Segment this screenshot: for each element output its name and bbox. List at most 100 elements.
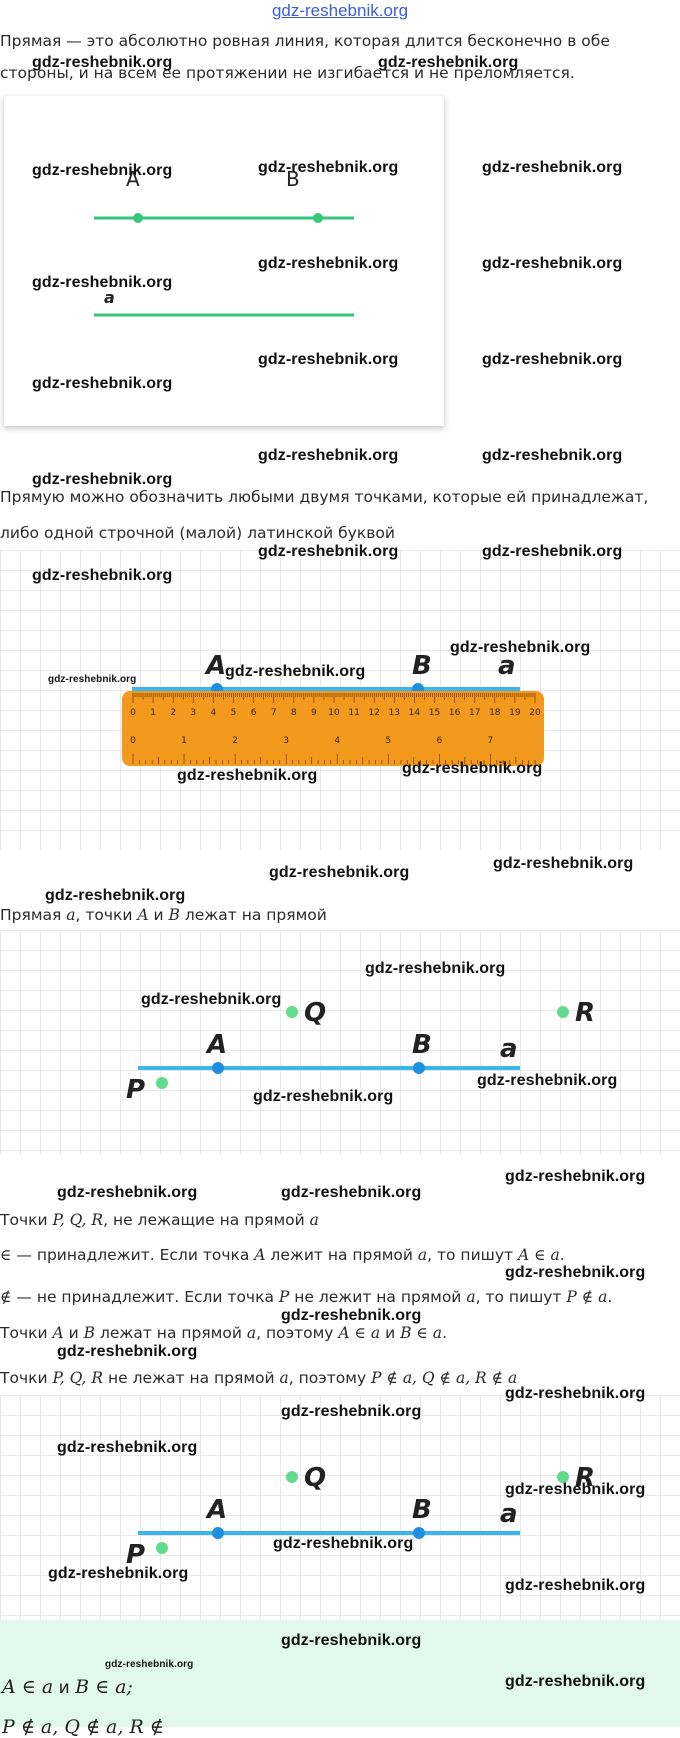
watermark: gdz-reshebnik.org [505, 1577, 646, 1594]
ruler-body [122, 691, 544, 766]
fig1-point-a [133, 213, 143, 223]
fig4-point-r [557, 1471, 569, 1483]
ruler-inch-label: 6 [436, 736, 442, 746]
fig3-label-q: Q [304, 998, 326, 1028]
watermark: gdz-reshebnik.org [48, 1565, 189, 1582]
belongs-A: A [254, 1246, 266, 1264]
watermark: gdz-reshebnik.org [402, 760, 543, 777]
fig1-line-label: a [104, 288, 115, 307]
points-figure: A B a P Q R [0, 930, 680, 1155]
site-link[interactable]: gdz-reshebnik.org [271, 1, 409, 20]
points-figure-2-svg: A B a P Q R [126, 1463, 595, 1570]
pqr-mid2: , поэтому [288, 1369, 372, 1387]
ruler-inch-label: 1 [181, 736, 187, 746]
summary-and: и [53, 1678, 76, 1698]
fig4-point-b [413, 1527, 425, 1539]
ruler-cm-label: 17 [469, 708, 480, 718]
caption-B: B [168, 906, 180, 924]
watermark: gdz-reshebnik.org [365, 960, 506, 977]
watermark: gdz-reshebnik.org [48, 674, 137, 685]
fig4-point-a [212, 1527, 224, 1539]
not-belongs-text: ∉ — не принадлежит. Если точка P не лежи… [0, 1287, 680, 1307]
summary-line-2: P ∉ a, Q ∉ a, R ∉ [2, 1716, 164, 1738]
pqr-a: a [279, 1369, 289, 1387]
not-belongs-t3: , то пишут [475, 1288, 567, 1306]
watermark: gdz-reshebnik.org [258, 447, 399, 464]
figure-line-svg: A B a [94, 167, 354, 317]
watermark: gdz-reshebnik.org [482, 447, 623, 464]
not-belongs-t1: — не принадлежит. Если точка [11, 1288, 279, 1306]
ruler-cm-label: 5 [231, 708, 237, 718]
ruler-inch-label: 3 [283, 736, 289, 746]
caption-and: и [148, 906, 169, 924]
watermark: gdz-reshebnik.org [258, 255, 399, 272]
fig3-label-a: A [205, 1030, 227, 1060]
fig3-point-b [413, 1062, 425, 1074]
caption-A: A [137, 906, 149, 924]
belongs-t1: — принадлежит. Если точка [11, 1246, 255, 1264]
belongs-formula: A ∈ a [517, 1246, 560, 1264]
not-belongs-symbol: ∉ [0, 1288, 12, 1306]
fig3-point-a [212, 1062, 224, 1074]
ruler-cm-label: 14 [409, 708, 421, 718]
ruler-cm-label: 7 [271, 708, 277, 718]
caption-a: a [66, 906, 76, 924]
ruler-cm-label: 20 [529, 708, 541, 718]
ruler-cm-label: 10 [328, 708, 340, 718]
watermark: gdz-reshebnik.org [378, 54, 519, 71]
pno-pre: Точки [0, 1211, 53, 1229]
belongs-symbol: ∈ [0, 1246, 12, 1264]
ruler-cm-label: 11 [348, 708, 359, 718]
ruler-inch-label: 7 [488, 736, 494, 746]
ab-mid: лежат на прямой [95, 1324, 247, 1342]
fig4-point-p [156, 1542, 168, 1554]
figure-line-card: A B a [4, 96, 444, 426]
watermark: gdz-reshebnik.org [281, 1184, 422, 1201]
watermark: gdz-reshebnik.org [253, 1088, 394, 1105]
naming-line-2: либо одной строчной (малой) латинской бу… [0, 524, 395, 542]
watermark: gdz-reshebnik.org [505, 1481, 646, 1498]
watermark: gdz-reshebnik.org [281, 1307, 422, 1324]
ab-pre: Точки [0, 1324, 53, 1342]
watermark: gdz-reshebnik.org [505, 1168, 646, 1185]
ruler-cm-label: 9 [311, 708, 317, 718]
ab-f2: B ∈ a [400, 1324, 443, 1342]
ab-B: B [83, 1324, 96, 1342]
ruler-cm-label: 4 [211, 708, 217, 718]
intro-line-1: Прямая — это абсолютно ровная линия, кот… [0, 32, 610, 50]
fig1-point-a-label: A [126, 167, 140, 191]
fig3-point-p [156, 1077, 168, 1089]
ruler-cm-label: 12 [368, 708, 379, 718]
fig3-label-p: P [126, 1075, 145, 1105]
watermark: gdz-reshebnik.org [32, 274, 173, 291]
summary-line-1: A ∈ a и B ∈ a; [2, 1676, 133, 1698]
pno-post: , не лежащие на прямой [103, 1211, 310, 1229]
fig3-point-r [557, 1006, 569, 1018]
fig3-point-q [286, 1006, 298, 1018]
ruler-cm-label: 18 [489, 708, 501, 718]
belongs-t2: лежит на прямой [265, 1246, 418, 1264]
ab-a: a [246, 1324, 257, 1342]
ruler-inch-label: 5 [385, 736, 391, 746]
fig4-label-a: A [205, 1495, 227, 1525]
not-belongs-t2: не лежит на прямой [289, 1288, 467, 1306]
watermark: gdz-reshebnik.org [258, 543, 399, 560]
belongs-text: ∈ — принадлежит. Если точка A лежит на п… [0, 1245, 680, 1265]
ab-and2: и [380, 1324, 401, 1342]
summary-f2: B ∈ a; [75, 1676, 133, 1698]
belongs-t3: , то пишут [427, 1246, 518, 1264]
ruler-point-a-label: A [204, 651, 226, 681]
watermark: gdz-reshebnik.org [141, 991, 282, 1008]
fig3-label-b: B [412, 1030, 432, 1060]
watermark: gdz-reshebnik.org [32, 567, 173, 584]
intro-line-2: стороны, и на всем ее протяжении не изги… [0, 64, 575, 82]
summary-f1: A ∈ a [2, 1676, 54, 1698]
watermark: gdz-reshebnik.org [57, 1184, 198, 1201]
ruler-point-b-label: B [412, 651, 432, 681]
watermark: gdz-reshebnik.org [177, 767, 318, 784]
caption-post: лежат на прямой [179, 906, 327, 924]
fig4-label-p: P [126, 1540, 145, 1570]
